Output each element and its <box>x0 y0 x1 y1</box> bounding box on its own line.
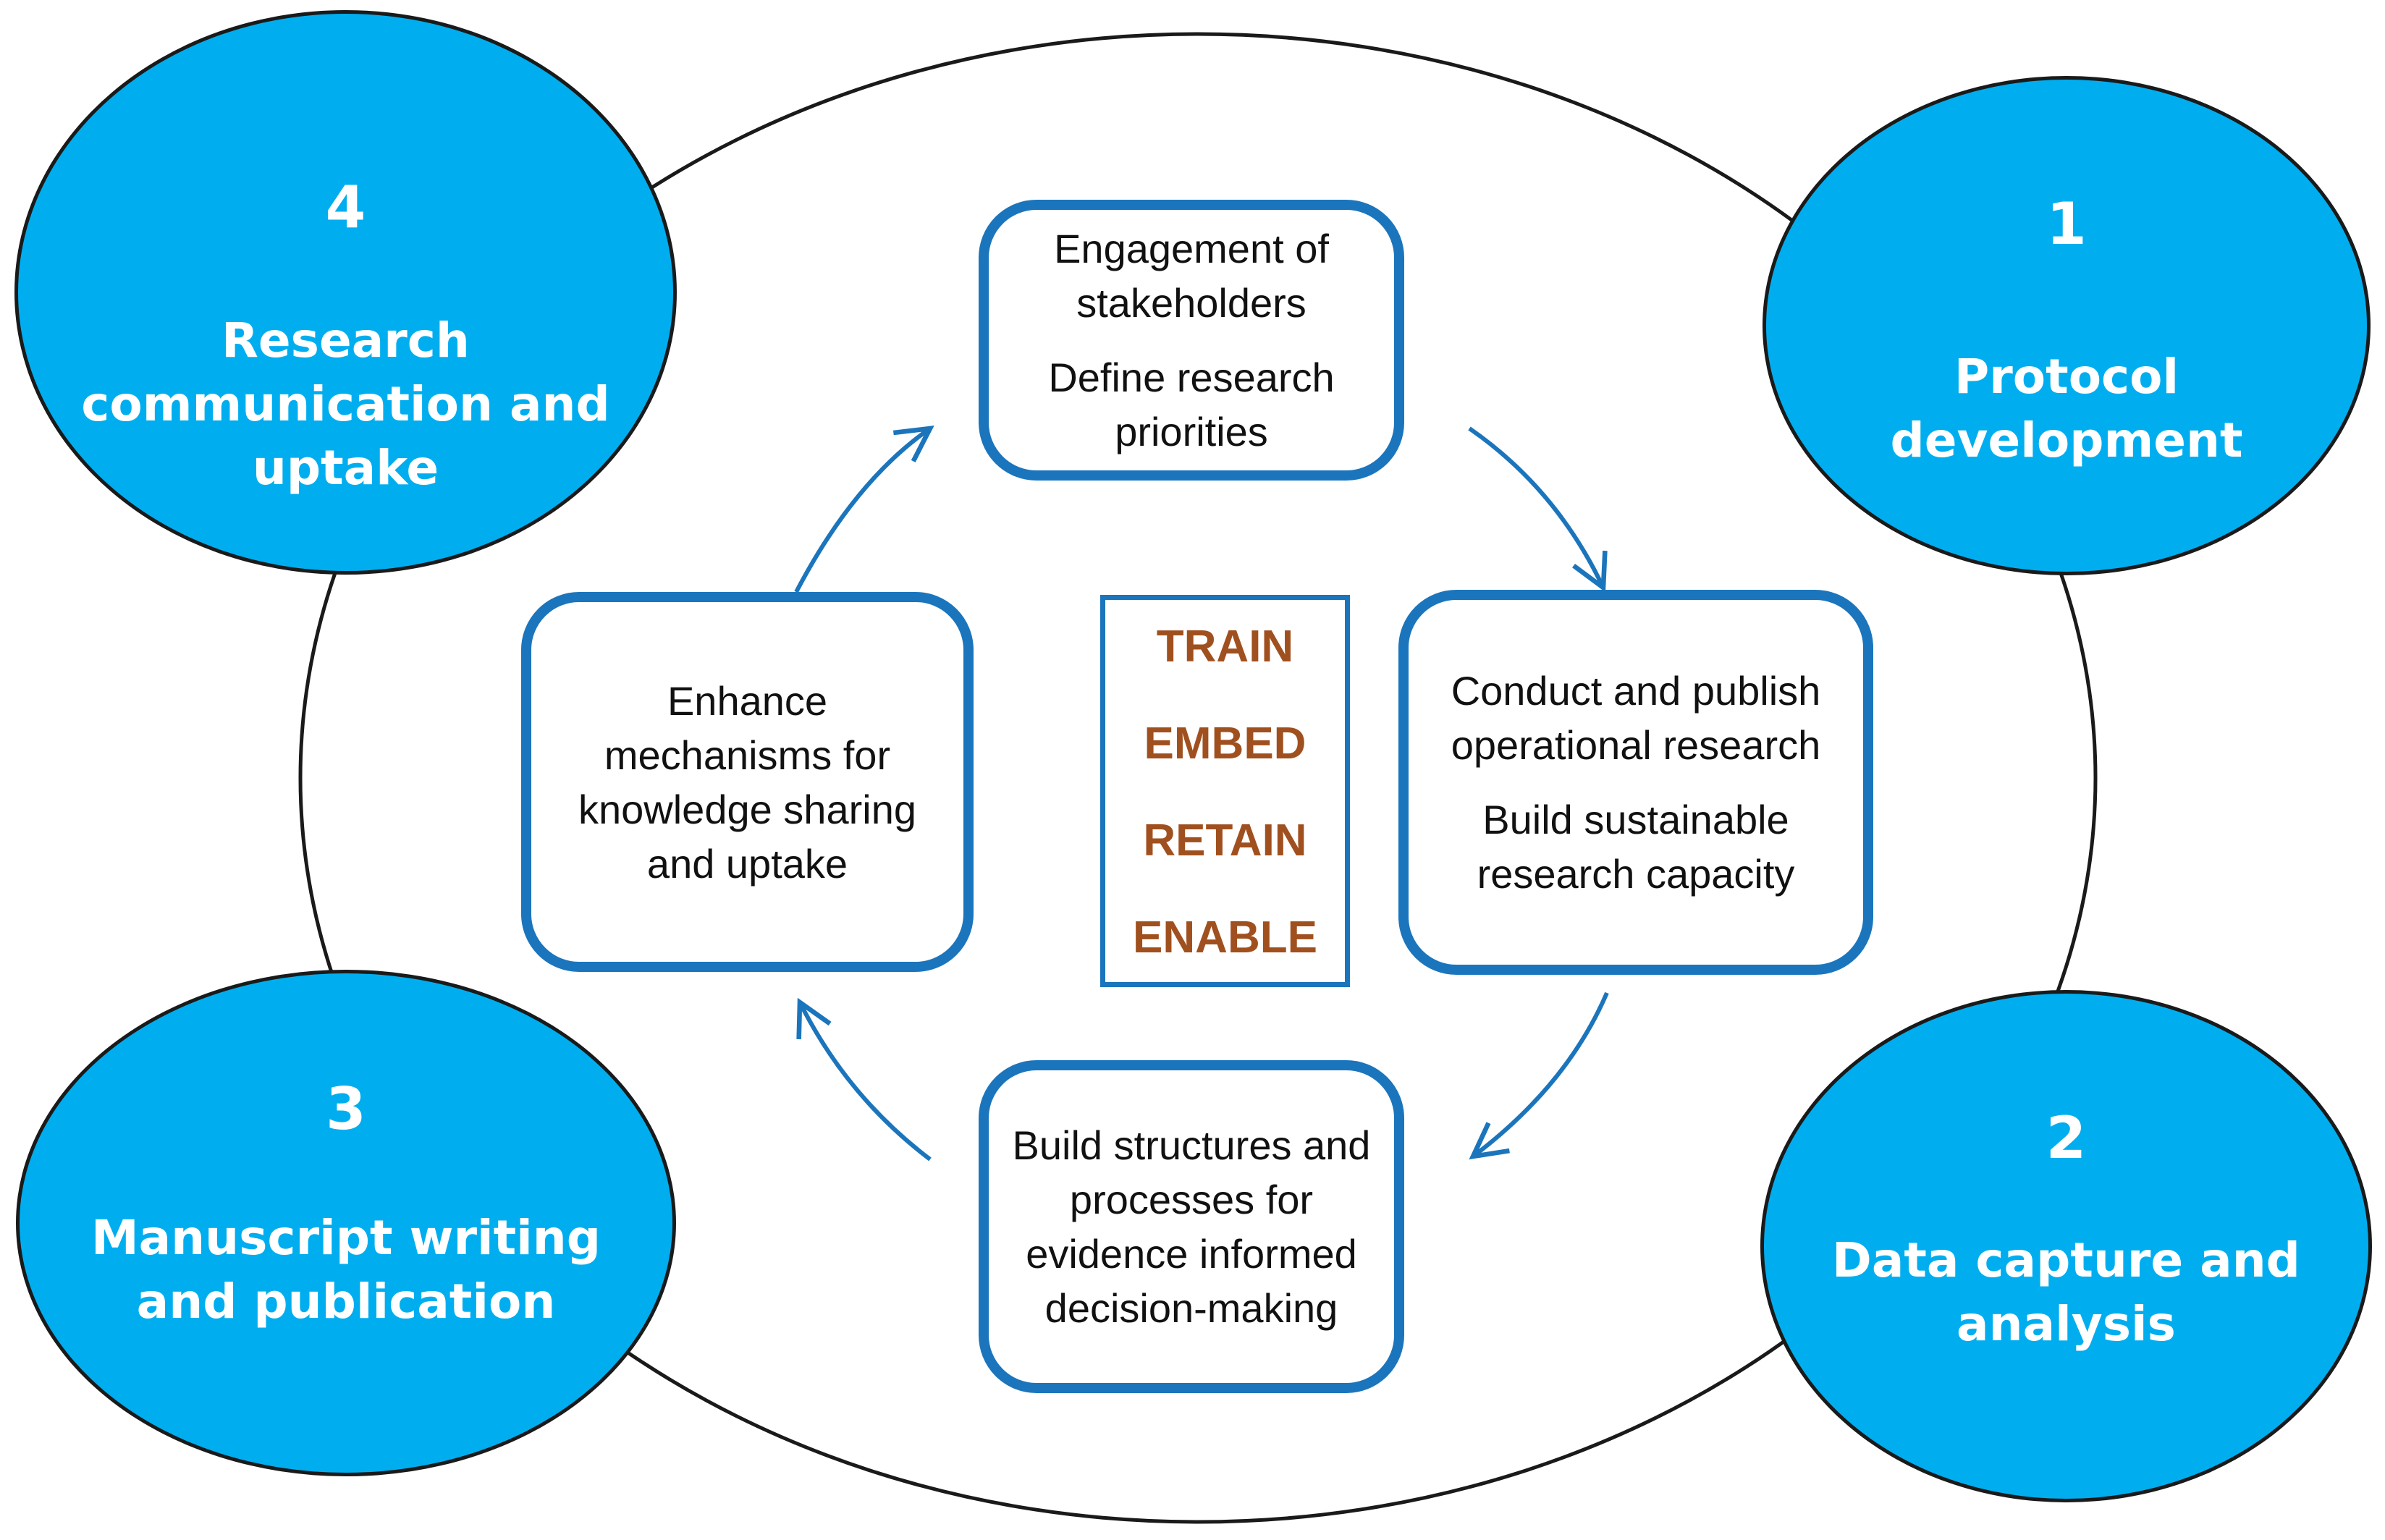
box-left: Enhance mechanisms for knowledge sharing… <box>521 592 974 972</box>
phase-2-number: 2 <box>2046 1104 2087 1172</box>
box-top-line2: Define research priorities <box>1048 355 1335 454</box>
keyword-box: TRAIN EMBED RETAIN ENABLE <box>1100 595 1350 987</box>
phase-2-circle: 2 Data capture and analysis <box>1760 990 2372 1502</box>
arrow-bottom-to-left <box>796 997 932 1162</box>
phase-1-number: 1 <box>2046 190 2087 258</box>
box-right-line1: Conduct and publish operational research <box>1451 668 1821 768</box>
box-right-line2: Build sustainable research capacity <box>1477 797 1795 897</box>
phase-1-circle: 1 Protocol development <box>1763 76 2371 575</box>
arrow-left-to-top <box>794 425 934 593</box>
keyword-enable: ENABLE <box>1133 913 1317 962</box>
keyword-train: TRAIN <box>1156 622 1294 672</box>
phase-4-circle: 4 Research communication and uptake <box>14 10 677 575</box>
box-bottom: Build structures and processes for evide… <box>979 1060 1404 1393</box>
arrow-right-to-bottom <box>1469 991 1609 1160</box>
box-top-line1: Engagement of stakeholders <box>1054 226 1329 326</box>
phase-2-label: Data capture and analysis <box>1832 1232 2300 1352</box>
box-right: Conduct and publish operational research… <box>1398 590 1873 975</box>
box-bottom-line1: Build structures and processes for evide… <box>1012 1122 1371 1331</box>
box-top: Engagement of stakeholders Define resear… <box>979 200 1404 481</box>
phase-3-circle: 3 Manuscript writing and publication <box>16 970 676 1476</box>
phase-4-label: Research communication and uptake <box>81 313 610 496</box>
phase-3-number: 3 <box>326 1075 366 1143</box>
keyword-retain: RETAIN <box>1143 816 1307 866</box>
outer-cycle-ellipse <box>298 32 2098 1524</box>
keyword-embed: EMBED <box>1144 719 1307 769</box>
phase-1-label: Protocol development <box>1890 349 2243 468</box>
box-left-line1: Enhance mechanisms for knowledge sharing… <box>578 677 916 887</box>
phase-4-number: 4 <box>325 174 366 241</box>
arrow-top-to-right <box>1468 426 1608 593</box>
phase-3-label: Manuscript writing and publication <box>90 1210 601 1329</box>
